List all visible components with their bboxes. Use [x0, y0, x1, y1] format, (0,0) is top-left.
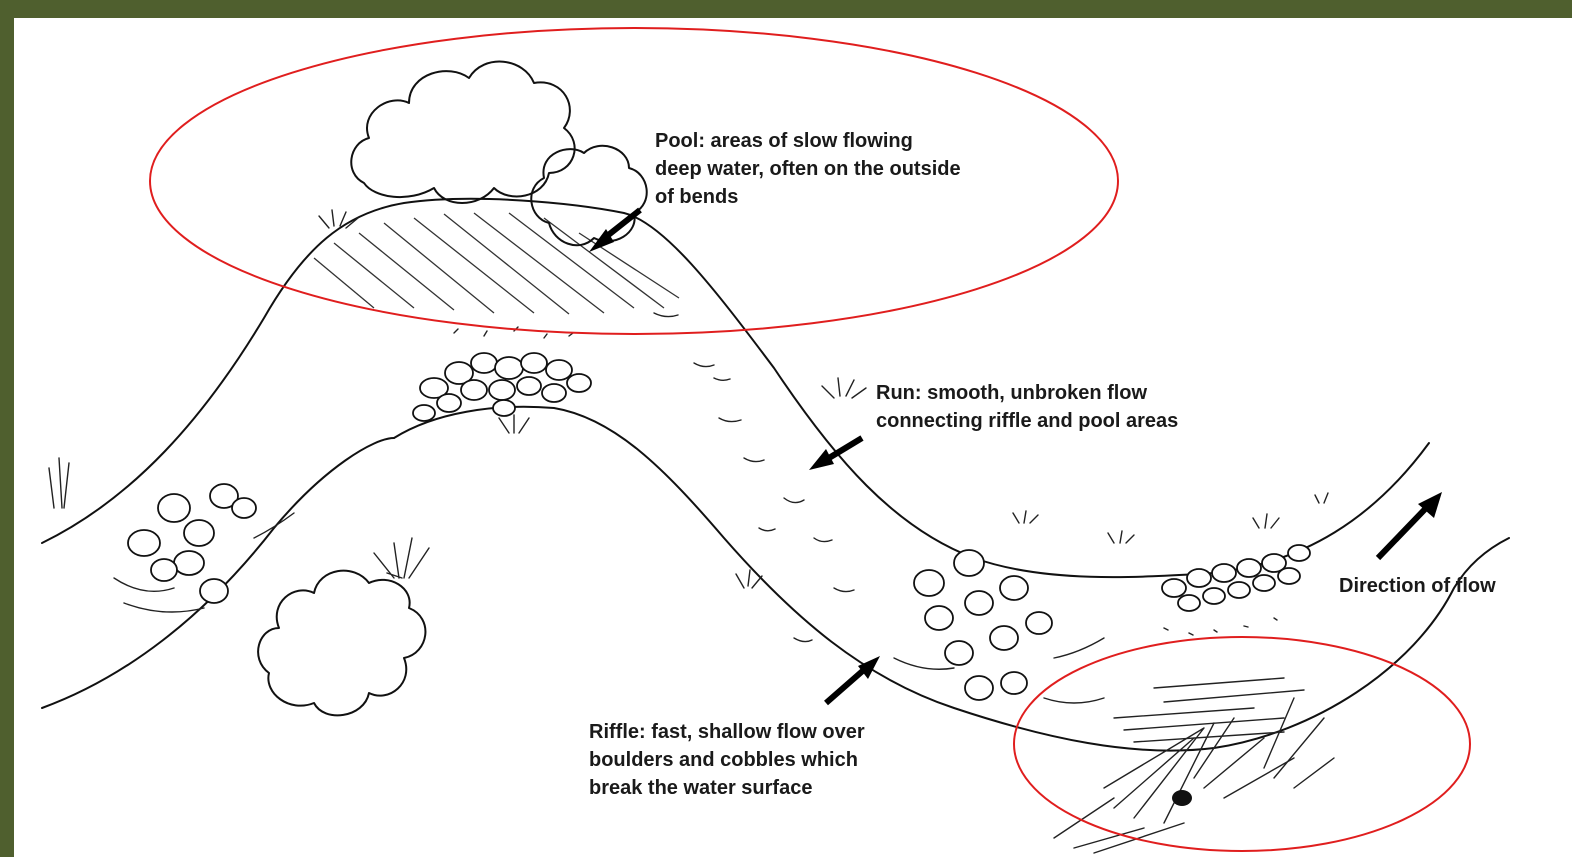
- tree-lower-left: [258, 571, 425, 716]
- tree-upper-left: [351, 62, 574, 203]
- diagram-frame: Pool: areas of slow flowing deep water, …: [14, 18, 1572, 857]
- cobble-bar: [413, 327, 591, 421]
- pool-label: Pool: areas of slow flowing deep water, …: [655, 127, 1115, 211]
- pool-hatching: [314, 213, 679, 314]
- right-riffle-stones: [894, 550, 1104, 703]
- left-riffle-stones: [114, 484, 294, 612]
- tree-upper-middle: [531, 146, 646, 245]
- run-dashes: [654, 313, 854, 642]
- riffle-arrow: [826, 656, 880, 703]
- run-label: Run: smooth, unbroken flow connecting ri…: [876, 379, 1336, 435]
- riffle-label: Riffle: fast, shallow flow over boulders…: [589, 718, 1009, 802]
- flow-direction-arrow: [1378, 492, 1442, 558]
- pool-arrow: [589, 210, 640, 252]
- left-lower-bank: [42, 438, 394, 708]
- run-arrow: [809, 438, 862, 470]
- gravel-bar: [1162, 545, 1310, 635]
- direction-of-flow-label: Direction of flow: [1339, 572, 1572, 600]
